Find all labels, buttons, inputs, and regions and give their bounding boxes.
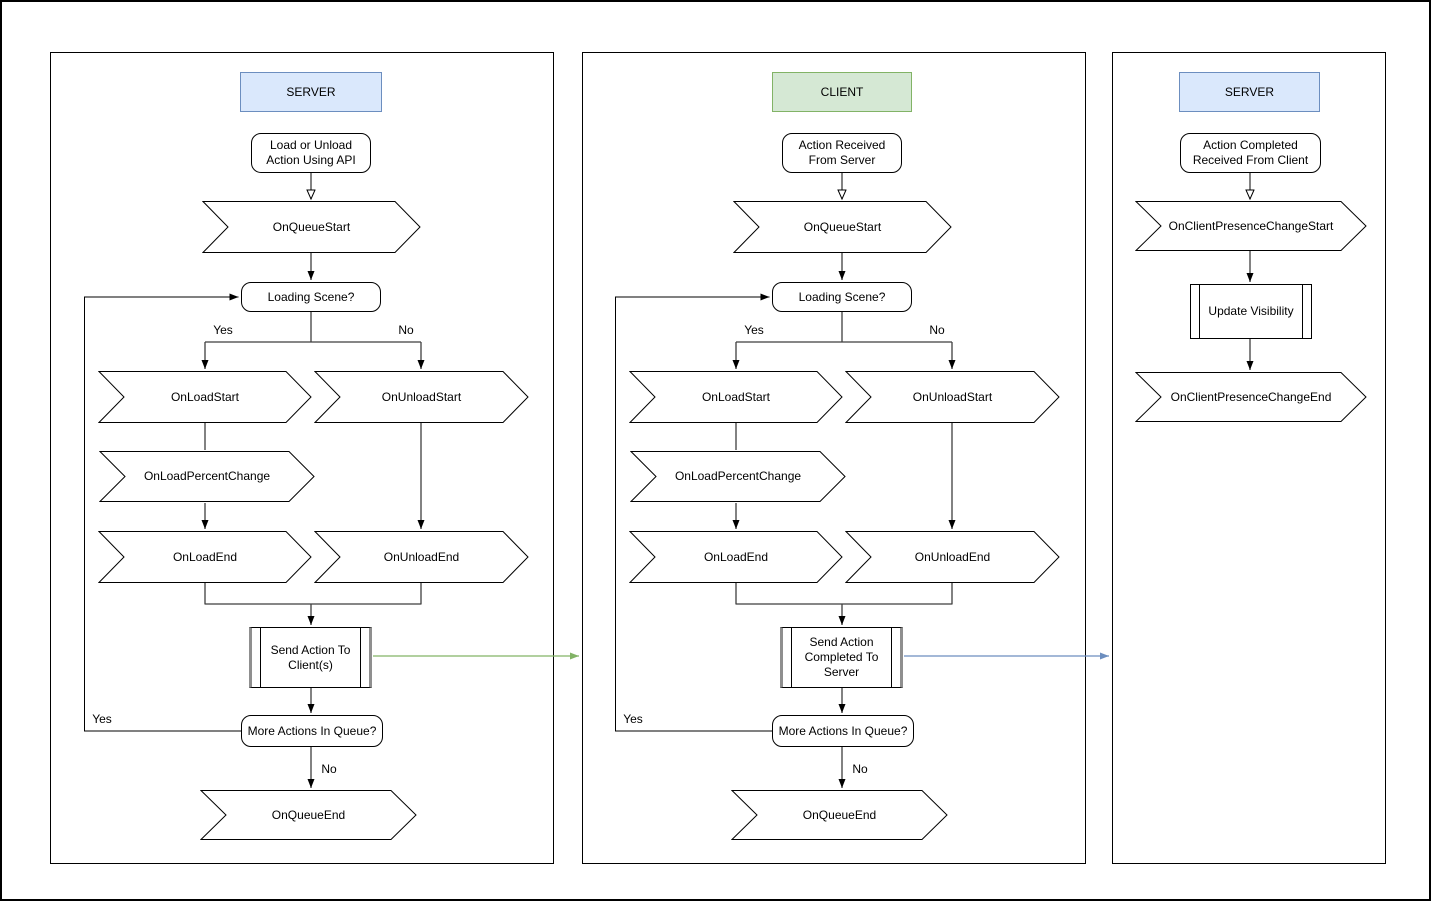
node-p1-onunloadend: OnUnloadEnd — [314, 531, 529, 583]
node-p1-onunloadstart: OnUnloadStart — [314, 371, 529, 423]
node-p1-loading-scene: Loading Scene? — [241, 282, 381, 312]
node-p2-onunloadend: OnUnloadEnd — [845, 531, 1060, 583]
node-p2-onunloadstart: OnUnloadStart — [845, 371, 1060, 423]
node-p1-start: Load or Unload Action Using API — [251, 133, 371, 173]
label-p2-no-drop: No — [846, 762, 874, 776]
node-p1-onqueuestart: OnQueueStart — [202, 201, 421, 253]
label-p2-no-branch: No — [923, 323, 951, 337]
node-p3-start: Action Completed Received From Client — [1180, 133, 1321, 173]
label-p1-yes-branch: Yes — [209, 323, 237, 337]
node-p2-onloadstart: OnLoadStart — [629, 371, 843, 423]
node-p3-presence-end: OnClientPresenceChangeEnd — [1135, 372, 1367, 422]
label-p1-yes-loop: Yes — [88, 712, 116, 726]
header-server-queue: SERVER — [240, 72, 382, 112]
node-p1-onloadstart: OnLoadStart — [98, 371, 312, 423]
node-p1-onloadpercentchange: OnLoadPercentChange — [99, 451, 315, 502]
node-p1-more-actions: More Actions In Queue? — [241, 715, 383, 747]
node-p2-send-action: Send Action Completed To Server — [780, 627, 903, 688]
node-p1-onloadend: OnLoadEnd — [98, 531, 312, 583]
node-p2-more-actions: More Actions In Queue? — [772, 715, 914, 747]
header-server-presence: SERVER — [1179, 72, 1320, 112]
node-p2-onloadpercentchange: OnLoadPercentChange — [630, 451, 846, 502]
label-p1-no-branch: No — [392, 323, 420, 337]
node-p2-start: Action Received From Server — [782, 133, 902, 173]
panel-server-presence — [1112, 52, 1386, 864]
node-p1-onqueueend: OnQueueEnd — [200, 790, 417, 840]
header-client-queue: CLIENT — [772, 72, 912, 112]
node-p2-onqueuestart: OnQueueStart — [733, 201, 952, 253]
node-p2-onqueueend: OnQueueEnd — [731, 790, 948, 840]
node-p1-send-action: Send Action To Client(s) — [249, 627, 372, 688]
label-p1-no-drop: No — [315, 762, 343, 776]
node-p3-update-visibility: Update Visibility — [1190, 284, 1312, 339]
node-p2-onloadend: OnLoadEnd — [629, 531, 843, 583]
label-p2-yes-branch: Yes — [740, 323, 768, 337]
label-p2-yes-loop: Yes — [619, 712, 647, 726]
node-p2-loading-scene: Loading Scene? — [772, 282, 912, 312]
node-p3-presence-start: OnClientPresenceChangeStart — [1135, 201, 1367, 251]
